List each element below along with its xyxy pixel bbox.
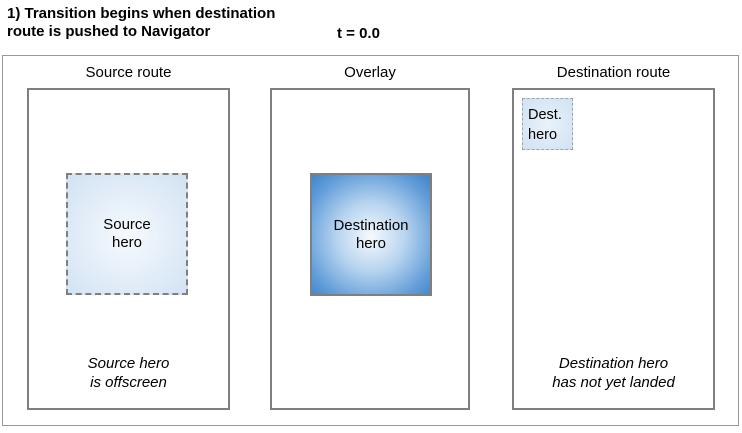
source-route-panel: Source hero Source hero is offscreen xyxy=(27,88,230,410)
destination-route-caption: Destination hero has not yet landed xyxy=(552,355,675,391)
source-route-caption: Source hero is offscreen xyxy=(87,355,170,391)
overlay-destination-hero-label: Destination hero xyxy=(333,216,409,252)
source-hero-box: Source hero xyxy=(66,173,188,295)
figure-title: 1) Transition begins when destination ro… xyxy=(7,5,276,40)
source-hero-label: Source hero xyxy=(103,216,151,251)
overlay-destination-hero-box: Destination hero xyxy=(310,173,432,296)
destination-hero-box: Dest. hero xyxy=(522,98,573,150)
time-label: t = 0.0 xyxy=(337,25,380,42)
overlay-panel: Destination hero xyxy=(270,88,470,410)
panel-title-overlay: Overlay xyxy=(344,64,396,81)
panel-title-destination-route: Destination route xyxy=(556,64,671,81)
destination-route-panel: Dest. hero Destination hero has not yet … xyxy=(512,88,715,410)
panel-title-source-route: Source route xyxy=(85,64,172,81)
